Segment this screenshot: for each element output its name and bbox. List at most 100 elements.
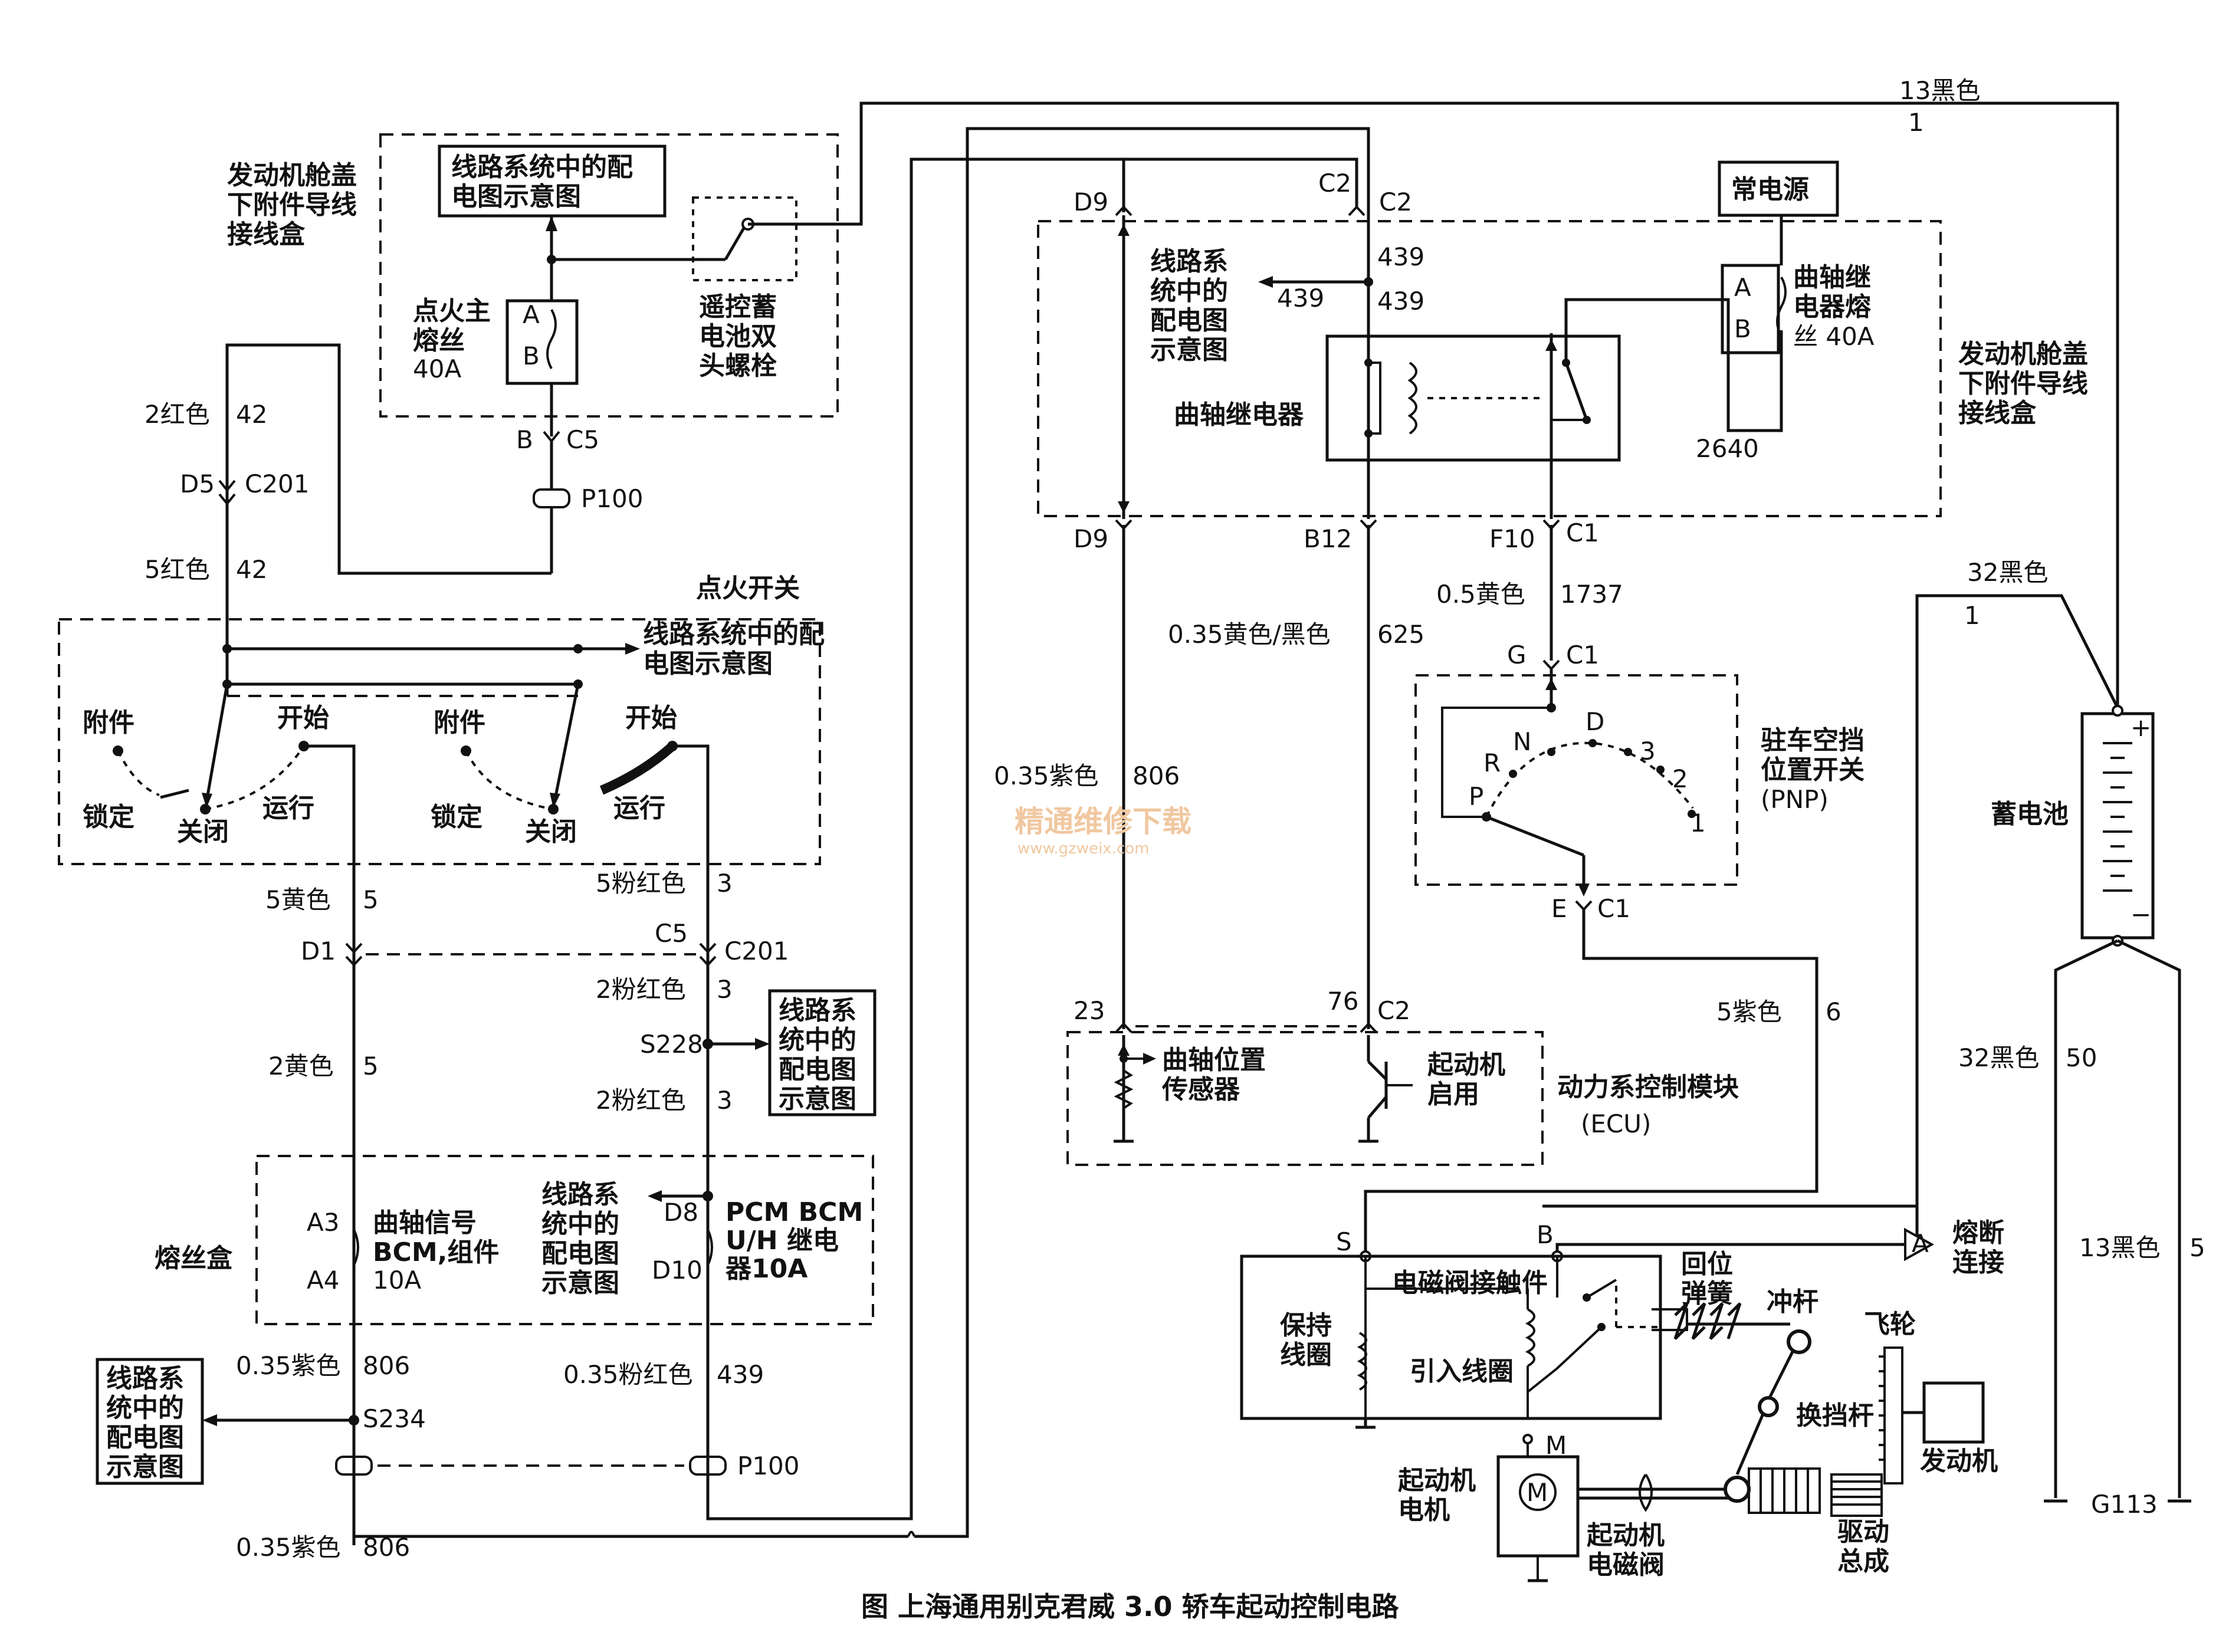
sw2-start: 开始 — [625, 703, 677, 733]
power-dist-label-2a: 线路系统中的配 — [643, 619, 825, 649]
remote-batt-2: 电池双 — [699, 321, 777, 352]
power-dist-label-2b: 电图示意图 — [643, 649, 773, 679]
starter-motor-2: 电机 — [1398, 1495, 1450, 1525]
pd-relay-1: 线路系 — [1150, 247, 1228, 277]
drive-assembly-2: 总成 — [1837, 1546, 1889, 1577]
crank-relay-label: 曲轴继电器 — [1174, 400, 1304, 430]
conn-d10: D10 — [652, 1256, 703, 1285]
wire-2-pink-a: 2粉红色 — [596, 975, 686, 1004]
wire-6: 6 — [1826, 997, 1841, 1026]
wire-2-pink-b: 2粉红色 — [596, 1086, 686, 1115]
pnp-label-3: (PNP) — [1761, 785, 1829, 814]
pd-fuse-1: 线路系 — [541, 1180, 619, 1210]
pnp-switch: G C1 P R N D 3 2 1 驻车空挡 位置开关 (PNP) E C1 — [1414, 641, 1865, 923]
pnp-3: 3 — [1640, 737, 1656, 766]
sw1-start: 开始 — [277, 703, 329, 733]
conn-e: E — [1551, 894, 1567, 923]
return-spring-1: 回位 — [1681, 1249, 1733, 1279]
conn-d9: D9 — [1074, 188, 1108, 216]
underhood-box-left: 发动机舱盖 下附件导线 接线盒 线路系统中的配 电图示意图 遥控蓄 电池双 头螺… — [225, 133, 839, 643]
underhood-box-right-line3: 接线盒 — [1958, 398, 2037, 428]
crank-fuse-1: 曲轴信号 — [373, 1208, 477, 1238]
return-spring-2: 弹簧 — [1681, 1279, 1733, 1309]
power-dist-label-1a: 线路系统中的配 — [451, 152, 633, 182]
starter-enable-1: 起动机 — [1427, 1050, 1505, 1080]
ignition-switch: 点火开关 线路系统中的配 电图示意图 附件 开始 锁定 关闭 运行 附件 开始 … — [58, 573, 825, 865]
pull-coil-label: 引入线圈 — [1410, 1357, 1514, 1387]
starter-solenoid-2: 电磁阀 — [1587, 1550, 1665, 1580]
sw1-lock: 锁定 — [83, 802, 134, 832]
wire-035-violet-c: 0.35紫色 — [236, 1533, 341, 1562]
pcm-fuse-1: PCM BCM — [726, 1197, 863, 1227]
pnp-1: 1 — [1690, 809, 1706, 838]
starter-motor-1: 起动机 — [1398, 1466, 1476, 1496]
wire-439b: 439 — [1377, 242, 1424, 271]
wire-2-yellow: 2黄色 — [268, 1052, 334, 1080]
conn-b12: B12 — [1304, 524, 1352, 553]
pcm: 23 76 C2 曲轴位置 传感器 起动机 启用 动力系控制模块 (ECU) — [1066, 987, 1739, 1166]
crank-fuse-3: 10A — [373, 1266, 421, 1295]
fusible-link-1: 熔断 — [1952, 1218, 2004, 1248]
fuse-b2-label: B — [1734, 314, 1751, 343]
pnp-r: R — [1483, 748, 1501, 777]
crank-relay-fuse-3: 丝 40A — [1793, 322, 1875, 351]
pnp-d: D — [1586, 707, 1604, 736]
pnp-p: P — [1469, 782, 1483, 811]
sw2-off: 关闭 — [525, 817, 577, 847]
ign-main-fuse-1: 点火主 — [413, 296, 491, 326]
wire-806a: 806 — [363, 1351, 410, 1380]
fuse-a-label: A — [523, 300, 540, 329]
hold-coil-2: 线圈 — [1280, 1340, 1332, 1370]
pcm-label-2: (ECU) — [1581, 1109, 1651, 1138]
wire-035-violet-b: 0.35紫色 — [994, 761, 1099, 790]
ign-main-fuse-3: 40A — [413, 354, 461, 383]
pd-s234-1: 线路系 — [106, 1364, 184, 1394]
pd-s234-3: 配电图 — [106, 1423, 184, 1453]
underhood-box-right-line1: 发动机舱盖 — [1958, 339, 2088, 369]
wire-439a: 439 — [717, 1360, 764, 1389]
wire-2640: 2640 — [1696, 434, 1759, 463]
conn-b: B — [516, 425, 533, 454]
battery-minus: − — [2131, 900, 2151, 929]
conn-s228: S228 — [640, 1030, 703, 1059]
pd-fuse-3: 配电图 — [541, 1239, 619, 1269]
watermark-line1: 精通维修下载 — [1015, 804, 1191, 839]
wire-035-pink: 0.35粉红色 — [563, 1360, 693, 1389]
sw1-off: 关闭 — [177, 817, 229, 847]
conn-d1: D1 — [301, 937, 336, 965]
pd-fuse-2: 统中的 — [541, 1209, 619, 1239]
pd-s228-2: 统中的 — [779, 1025, 856, 1055]
crank-fuse-2: BCM,组件 — [373, 1237, 499, 1267]
conn-s234: S234 — [363, 1404, 426, 1433]
pnp-n: N — [1513, 727, 1531, 756]
conn-p100: P100 — [581, 484, 644, 513]
starter-assembly: S B A 熔断 连接 电磁阀接触件 保持 线圈 引入线圈 回位 弹簧 冲杆 换… — [1240, 1206, 2004, 1582]
conn-a4: A4 — [307, 1266, 339, 1295]
ckp-sensor-1: 曲轴位置 — [1162, 1045, 1266, 1075]
pcm-fuse-3: 器10A — [726, 1254, 807, 1284]
pd-s228-1: 线路系 — [779, 996, 856, 1026]
watermark-line2: www.gzweix.com — [1017, 840, 1150, 858]
sw2-acc: 附件 — [434, 708, 485, 738]
shift-lever-label: 换挡杆 — [1796, 1401, 1874, 1431]
pd-relay-4: 示意图 — [1150, 335, 1228, 365]
conn-s: S — [1336, 1227, 1352, 1256]
wire-3c: 3 — [717, 1086, 733, 1115]
pnp-label-1: 驻车空挡 — [1761, 725, 1865, 756]
conn-76: 76 — [1327, 987, 1358, 1016]
conn-g: G — [1507, 641, 1527, 669]
conn-d9b: D9 — [1074, 524, 1108, 553]
conn-c201b: C201 — [724, 937, 789, 965]
wire-05-yellow: 0.5黄色 — [1436, 580, 1525, 609]
wire-32-black: 32黑色 — [1958, 1043, 2039, 1072]
wire-32-black-top: 32黑色 — [1967, 558, 2048, 587]
pcm-fuse-2: U/H 继电 — [726, 1226, 839, 1256]
fuse-block-label: 熔丝盒 — [155, 1243, 233, 1273]
wire-1-right: 1 — [1964, 601, 1980, 630]
splice-a: A — [1912, 1229, 1929, 1258]
conn-c5: C5 — [566, 425, 599, 454]
underhood-box-left-line2: 下附件导线 — [227, 190, 357, 220]
wire-5a: 5 — [363, 885, 379, 914]
ckp-sensor-2: 传感器 — [1161, 1075, 1240, 1105]
conn-c5b: C5 — [655, 919, 688, 948]
